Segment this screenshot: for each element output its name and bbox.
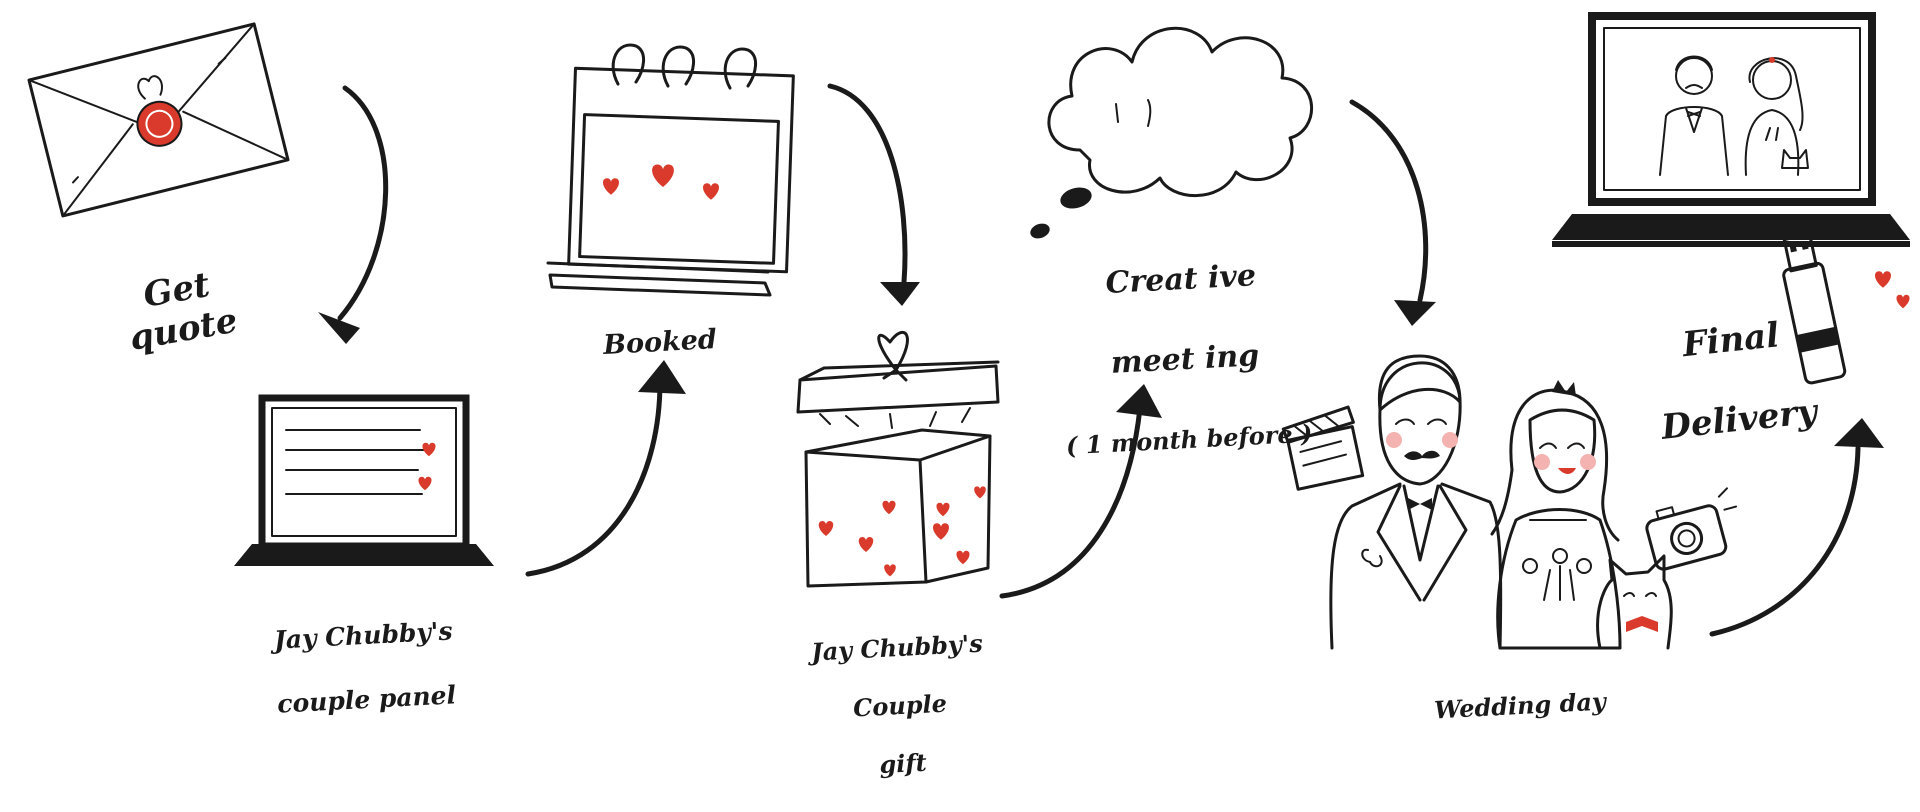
- arrow-5-icon: [1349, 99, 1436, 326]
- laptop-icon: [234, 394, 494, 566]
- usb-stick-icon: [1782, 232, 1847, 385]
- arrow-4-icon: [999, 384, 1162, 599]
- step-label-final-delivery: Final Delivery: [1659, 315, 1819, 448]
- step-label-booked: Booked: [602, 324, 718, 361]
- diagram-artwork: [27, 12, 1910, 650]
- gift-box-icon: [796, 330, 1000, 588]
- heart-icon: [1896, 294, 1910, 309]
- calendar-icon: [546, 43, 795, 297]
- arrow-2-icon: [525, 360, 686, 577]
- thought-cloud-icon: [1030, 27, 1314, 239]
- envelope-icon: [27, 22, 290, 218]
- step-label-creative-meeting: Creat ive meet ing ( 1 month before ): [1065, 258, 1314, 461]
- arrow-6-icon: [1709, 418, 1884, 637]
- step-label-couple-gift: Jay Chubby's Couple gift: [810, 628, 984, 780]
- arrow-3-icon: [827, 83, 920, 306]
- step-label-couple-panel: Jay Chubby's couple panel: [273, 616, 457, 719]
- heart-icon: [1875, 271, 1891, 288]
- couple-illustration-icon: [1281, 354, 1738, 650]
- wedding-process-diagram: Get quote Jay Chubby's couple panel Book…: [27, 12, 1910, 779]
- laptop-couple-photo-icon: [1552, 12, 1910, 247]
- step-label-get-quote: Get quote: [126, 264, 241, 359]
- step-label-wedding-day: Wedding day: [1433, 686, 1607, 725]
- arrow-1-icon: [318, 85, 389, 344]
